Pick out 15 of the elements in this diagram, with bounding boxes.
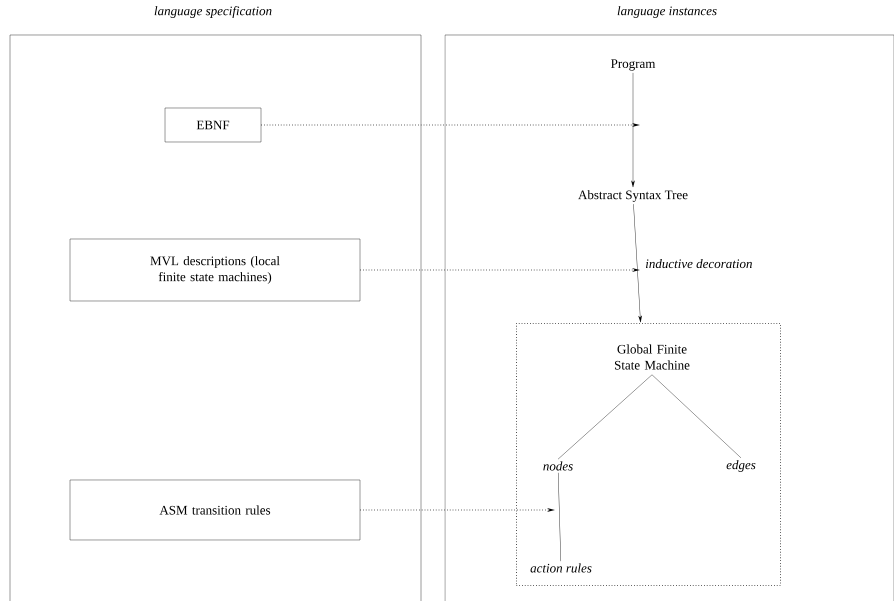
label: action rules <box>530 563 592 573</box>
label: edges <box>726 460 756 472</box>
panel-title: language instances <box>618 6 717 18</box>
text-box: ASM transition rules <box>70 480 360 540</box>
panel-title: language specification <box>154 6 272 18</box>
text-box: MVL descriptions (local finite state machines) <box>70 238 360 302</box>
dotted-group-box <box>516 323 781 586</box>
edge-label: inductive decoration <box>646 258 752 268</box>
label: nodes <box>543 461 573 471</box>
label: Abstract Syntax Tree <box>578 190 688 202</box>
label: Global Finite State Machine <box>614 344 690 370</box>
label: Program <box>611 59 656 71</box>
arrow <box>631 72 635 188</box>
arrow <box>633 204 642 322</box>
text-box: EBNF <box>164 108 262 142</box>
